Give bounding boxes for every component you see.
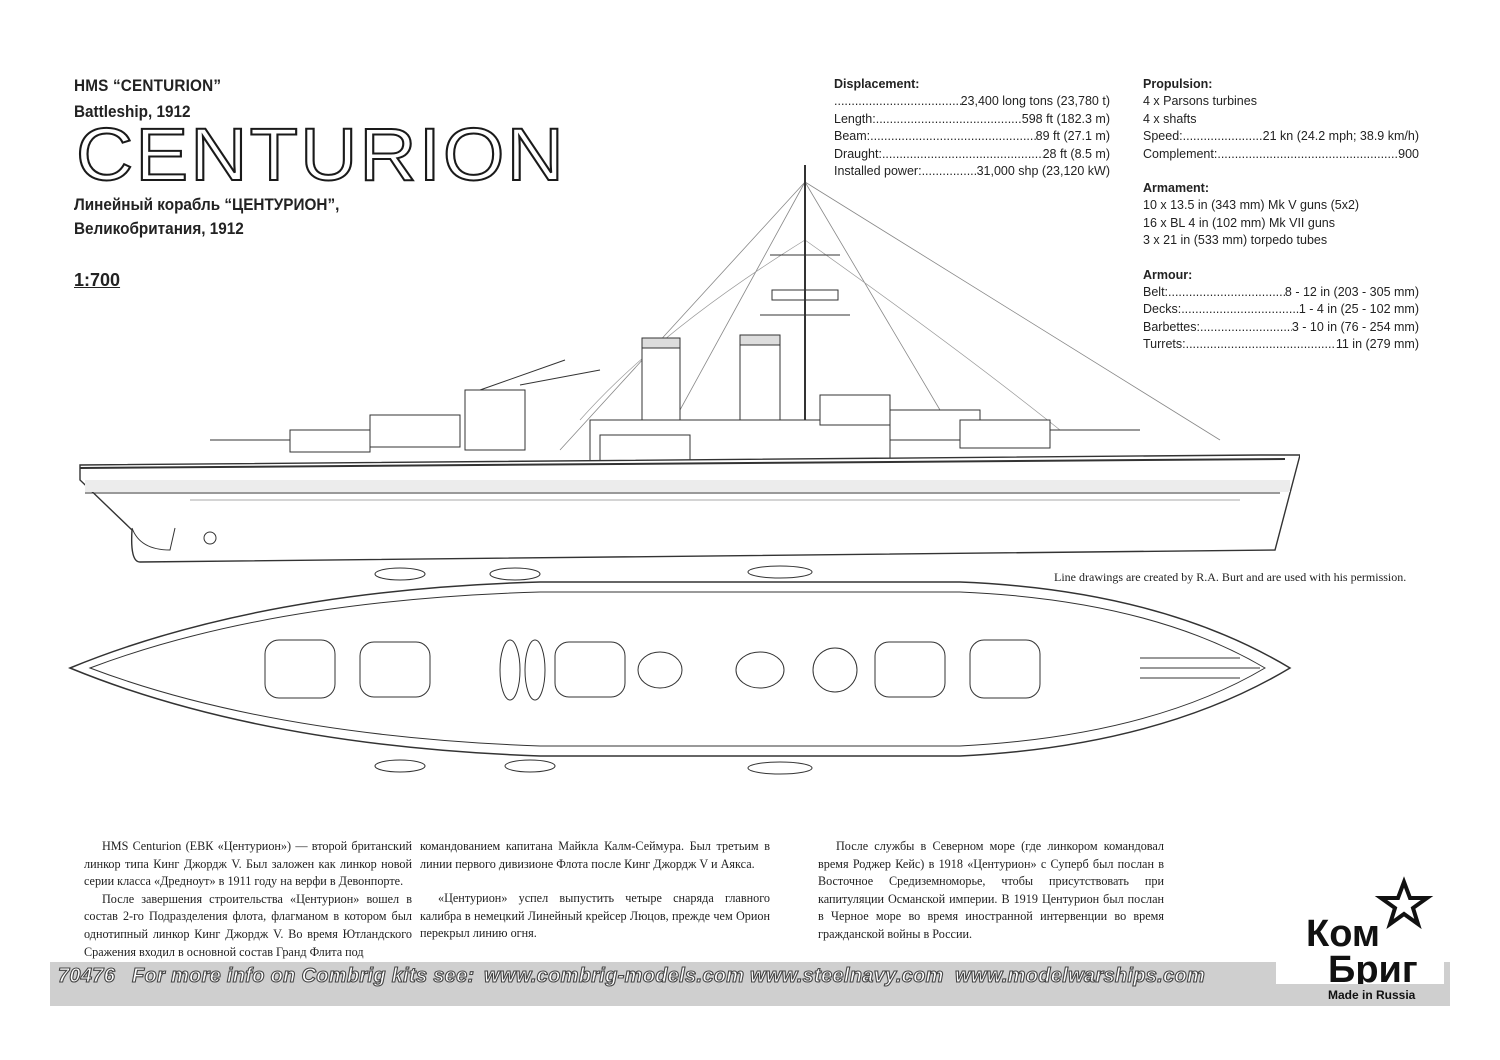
kit-number: 70476 <box>57 964 116 987</box>
russian-title-line2: Великобритания, 1912 <box>74 219 244 238</box>
spec-value: 3 - 10 in (76 - 254 mm) <box>1291 319 1419 334</box>
paragraph: «Центурион» успел выпустить четыре снаря… <box>420 891 770 941</box>
spec-label: Complement: <box>1143 146 1218 161</box>
made-in-label: Made in Russia <box>1328 988 1416 1002</box>
ship-type: Battleship, 1912 <box>74 102 191 121</box>
dot-leader <box>876 111 1022 128</box>
spec-value: 89 ft (27.1 m) <box>1035 129 1110 144</box>
logo-text-bottom: Бриг <box>1328 949 1418 984</box>
ship-name: HMS “CENTURION” <box>74 76 222 95</box>
displacement-value: 23,400 long tons (23,780 t) <box>960 94 1110 109</box>
dot-leader <box>870 128 1036 145</box>
complement-row: Complement: 900 <box>1143 146 1419 163</box>
spec-value: 21 kn (24.2 mph; 38.9 km/h) <box>1262 129 1419 144</box>
spec-value: 900 <box>1398 146 1419 161</box>
url-modelwarships-link[interactable]: www.modelwarships.com <box>954 964 1206 987</box>
scale-label: 1:700 <box>74 270 121 290</box>
spec-label: Draught: <box>834 146 882 161</box>
big-title: CENTURION <box>75 113 566 196</box>
dot-leader <box>834 93 961 110</box>
spec-label: Installed power: <box>834 164 922 179</box>
spec-value: 11 in (279 mm) <box>1335 337 1419 352</box>
belt-row: Belt: 8 - 12 in (203 - 305 mm) <box>1143 284 1419 301</box>
russian-title-line1: Линейный корабль “ЦЕНТУРИОН”, <box>74 195 340 214</box>
length-row: Length: 598 ft (182.3 m) <box>834 111 1110 128</box>
drawing-credit: Line drawings are created by R.A. Burt a… <box>1054 570 1407 584</box>
spec-label: Length: <box>834 111 876 126</box>
beam-row: Beam: 89 ft (27.1 m) <box>834 128 1110 145</box>
spec-value: 28 ft (8.5 m) <box>1042 146 1110 161</box>
paragraph: HMS Centurion (ЕВК «Центурион») — второй… <box>84 839 412 889</box>
paragraph: командованием капитана Майкла Калм-Сейму… <box>420 839 770 871</box>
speed-row: Speed: 21 kn (24.2 mph; 38.9 km/h) <box>1143 128 1419 145</box>
url-combrig-link[interactable]: www.combrig-models.com <box>483 964 745 987</box>
propulsion-line: 4 x shafts <box>1143 111 1197 126</box>
specs-right: Propulsion: 4 x Parsons turbines 4 x sha… <box>1143 76 1419 354</box>
draught-row: Draught: 28 ft (8.5 m) <box>834 146 1110 163</box>
logo-graphic: Ком Бриг <box>1276 874 1444 991</box>
power-row: Installed power: 31,000 shp (23,120 kW) <box>834 163 1110 180</box>
spec-value: 8 - 12 in (203 - 305 mm) <box>1284 285 1419 300</box>
spec-label: Decks: <box>1143 302 1182 317</box>
text-column-3: После службы в Северном море (где линкор… <box>818 838 1164 944</box>
armament-line: 10 x 13.5 in (343 mm) Mk V guns (5x2) <box>1143 198 1360 213</box>
displacement-row: 23,400 long tons (23,780 t) <box>834 93 1110 110</box>
specs-left: Displacement: 23,400 long tons (23,780 t… <box>834 76 1110 180</box>
paragraph: После службы в Северном море (где линкор… <box>818 839 1164 941</box>
ship-deck-plan <box>68 565 1292 775</box>
spec-label: Barbettes: <box>1143 319 1200 334</box>
spec-label: Turrets: <box>1143 337 1186 352</box>
spec-value: 1 - 4 in (25 - 102 mm) <box>1298 302 1419 317</box>
ship-side-profile <box>79 165 1300 563</box>
displacement-heading: Displacement: <box>834 77 920 91</box>
dot-leader <box>1183 128 1263 145</box>
barbettes-row: Barbettes: 3 - 10 in (76 - 254 mm) <box>1143 319 1419 336</box>
turrets-row: Turrets: 11 in (279 mm) <box>1143 336 1419 353</box>
armament-line: 16 x BL 4 in (102 mm) Mk VII guns <box>1143 215 1335 230</box>
footer-label: For more info on Combrig kits see: <box>131 964 475 987</box>
armament-line: 3 x 21 in (533 mm) torpedo tubes <box>1143 233 1328 248</box>
text-column-2: командованием капитана Майкла Калм-Сейму… <box>420 838 770 943</box>
armour-heading: Armour: <box>1143 267 1193 282</box>
paragraph: После завершения строительства «Центурио… <box>84 891 412 959</box>
decks-row: Decks: 1 - 4 in (25 - 102 mm) <box>1143 301 1419 318</box>
combrig-logo: Ком Бриг <box>1276 874 1444 1006</box>
spec-label: Belt: <box>1143 285 1169 300</box>
propulsion-line: 4 x Parsons turbines <box>1143 94 1257 109</box>
logo-text-top: Ком <box>1306 913 1380 955</box>
text-column-1: HMS Centurion (ЕВК «Центурион») — второй… <box>84 838 412 961</box>
url-steelnavy-link[interactable]: www.steelnavy.com <box>749 964 944 987</box>
spec-value: 31,000 shp (23,120 kW) <box>976 164 1110 179</box>
footer-bar <box>50 962 1450 1006</box>
propulsion-heading: Propulsion: <box>1143 77 1213 91</box>
spec-label: Speed: <box>1143 129 1183 144</box>
armament-heading: Armament: <box>1143 181 1209 196</box>
spec-label: Beam: <box>834 129 871 144</box>
spec-value: 598 ft (182.3 m) <box>1021 111 1110 126</box>
